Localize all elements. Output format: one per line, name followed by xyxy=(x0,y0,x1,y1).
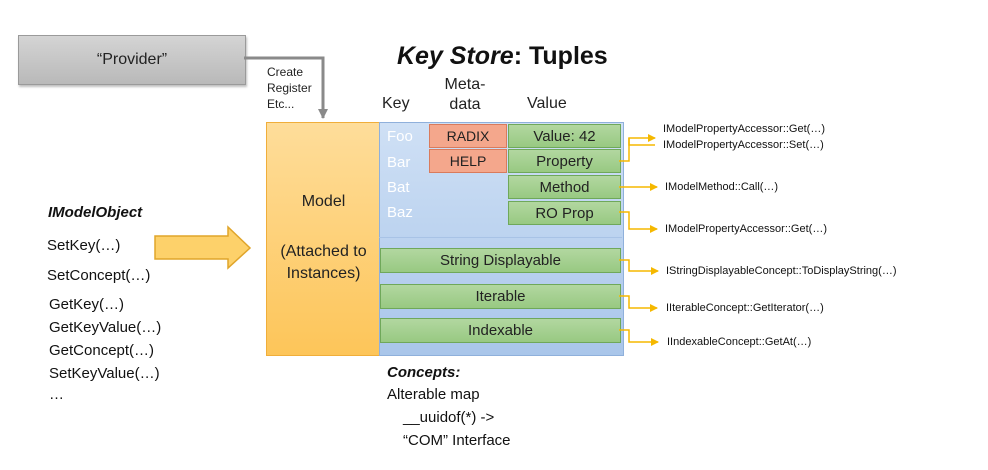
diagram-title: Key Store: Tuples xyxy=(397,42,608,71)
model-label: Model xyxy=(301,193,346,210)
interface-label: IModelPropertyAccessor::Get(…) xyxy=(663,123,825,135)
create-note-line: Etc... xyxy=(267,97,295,111)
model-box: Model (Attached to Instances) xyxy=(266,122,381,356)
header-value: Value xyxy=(527,95,567,112)
interface-label: IIndexableConcept::GetAt(…) xyxy=(667,336,812,348)
iterable-connector xyxy=(619,295,658,312)
value-property: Property xyxy=(508,149,621,173)
imodelobject-title: IModelObject xyxy=(48,204,143,221)
value-42: Value: 42 xyxy=(508,124,621,148)
ro-prop-connector xyxy=(619,211,658,233)
model-subtitle: (Attached to Instances) xyxy=(280,241,366,285)
interface-label: IModelPropertyAccessor::Get(…) xyxy=(665,223,827,235)
key-bat: Bat xyxy=(387,179,410,196)
method-item: SetKeyValue(…) xyxy=(49,365,160,382)
title-italic: Key Store xyxy=(397,42,514,70)
provider-label: “Provider” xyxy=(96,51,168,68)
metadata-radix: RADIX xyxy=(429,124,507,148)
create-note-line: Register xyxy=(267,81,312,95)
interface-label: IModelPropertyAccessor::Set(…) xyxy=(663,139,824,151)
provider-to-model-arrow xyxy=(244,56,328,119)
value-ro-prop: RO Prop xyxy=(508,201,621,225)
title-rest: : Tuples xyxy=(513,42,608,70)
method-item: GetConcept(…) xyxy=(49,342,155,359)
key-baz: Baz xyxy=(387,204,413,221)
method-item: SetConcept(…) xyxy=(47,267,151,284)
model-subtitle-line: Instances) xyxy=(286,265,361,282)
create-note-line: Create xyxy=(267,65,304,79)
interface-label: IModelMethod::Call(…) xyxy=(665,181,779,193)
method-item: SetKey(…) xyxy=(47,237,121,254)
header-metadata: Meta- data xyxy=(438,75,492,115)
concepts-line: Alterable map xyxy=(387,386,480,403)
property-connector xyxy=(619,134,656,162)
metadata-help: HELP xyxy=(429,149,507,173)
imodelobject-arrow xyxy=(154,225,252,270)
header-metadata-line1: Meta- xyxy=(444,76,486,93)
model-subtitle-line: (Attached to xyxy=(280,243,367,260)
create-register-note: Create Register Etc... xyxy=(267,64,312,112)
string-displayable-connector xyxy=(619,259,659,275)
concepts-title: Concepts: xyxy=(387,364,461,381)
concept-indexable: Indexable xyxy=(380,318,621,343)
store-divider xyxy=(379,237,622,238)
header-key: Key xyxy=(382,95,410,112)
key-bar: Bar xyxy=(387,154,411,171)
value-method: Method xyxy=(508,175,621,199)
concepts-line: “COM” Interface xyxy=(403,432,511,449)
concepts-line: __uuidof(*) -> xyxy=(403,409,495,426)
concept-iterable: Iterable xyxy=(380,284,621,309)
method-item: … xyxy=(49,386,64,403)
interface-label: IStringDisplayableConcept::ToDisplayStri… xyxy=(666,265,897,277)
provider-box: “Provider” xyxy=(18,35,246,85)
method-item: GetKeyValue(…) xyxy=(49,319,162,336)
header-metadata-line2: data xyxy=(449,96,481,113)
indexable-connector xyxy=(619,329,659,346)
key-foo: Foo xyxy=(387,128,413,145)
concept-string-displayable: String Displayable xyxy=(380,248,621,273)
interface-label: IIterableConcept::GetIterator(…) xyxy=(666,302,824,314)
method-item: GetKey(…) xyxy=(49,296,125,313)
